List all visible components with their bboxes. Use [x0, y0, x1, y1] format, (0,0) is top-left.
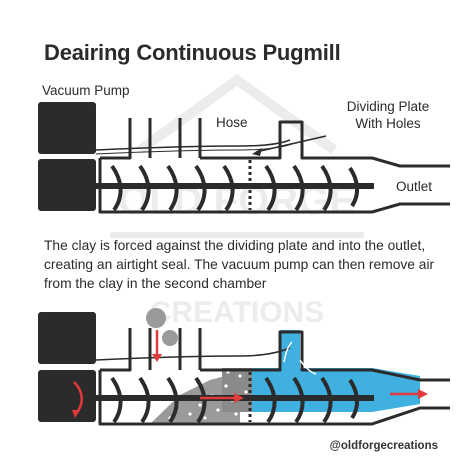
dividing-plate-label: Dividing Plate With Holes: [333, 98, 443, 132]
vacuum-pump-box-icon: [38, 102, 96, 154]
flow-arrow-icon: [72, 330, 428, 418]
dividing-plate-label-line-2: With Holes: [355, 116, 421, 131]
clay-ball: [146, 308, 166, 328]
motor-box-icon: [38, 159, 96, 211]
dividing-plate-pointer: [255, 135, 327, 153]
motor-box-icon: [38, 370, 96, 422]
compressed-clay: [222, 368, 252, 412]
outlet-label: Outlet: [396, 179, 433, 194]
description-text: The clay is forced against the dividing …: [44, 238, 435, 291]
page-title: Deairing Continuous Pugmill: [44, 40, 341, 65]
hose-label: Hose: [216, 115, 248, 130]
pointer-arrowhead: [252, 148, 262, 156]
vacuum-pump-label: Vacuum Pump: [42, 83, 130, 98]
barrel-outline: [98, 328, 450, 426]
auger-icon: [110, 164, 359, 212]
auger-icon: [110, 376, 359, 424]
watermark-line-2: CREATIONS: [150, 296, 324, 329]
hose-icon: [95, 139, 291, 151]
top-diagram: [38, 102, 450, 214]
auger-shaft: [96, 183, 374, 189]
vacuum-pump-box-icon: [38, 312, 96, 364]
hose-icon: [95, 347, 291, 361]
barrel-outline: [98, 118, 450, 214]
clay-ball: [162, 330, 178, 346]
dividing-plate-label-line-1: Dividing Plate: [346, 99, 430, 114]
bottom-diagram: [38, 308, 450, 426]
social-handle: @oldforgecreations: [329, 440, 438, 452]
air-flow-icon: [283, 341, 317, 375]
